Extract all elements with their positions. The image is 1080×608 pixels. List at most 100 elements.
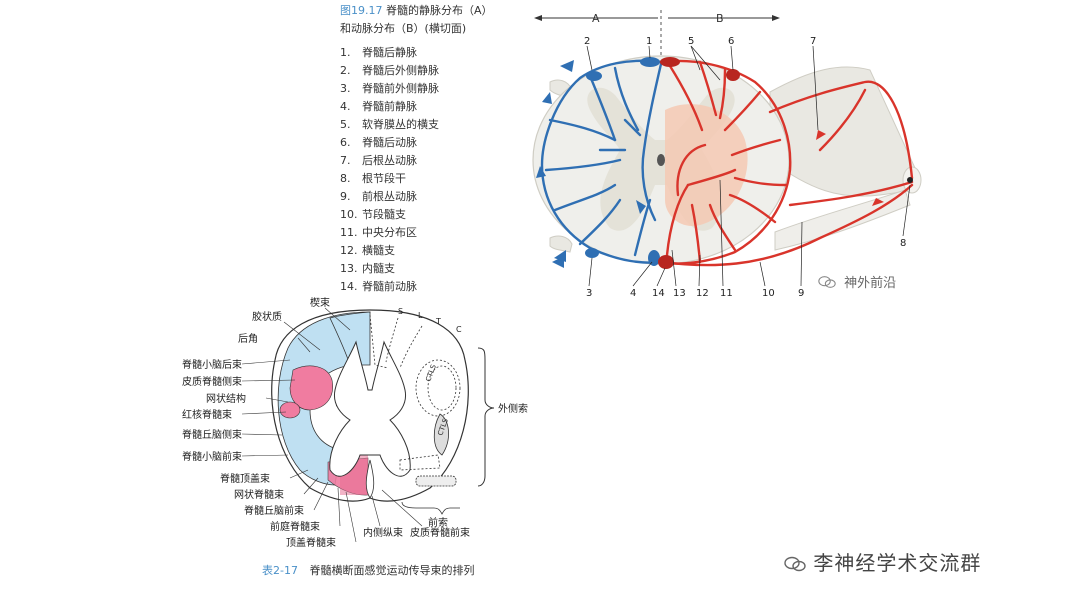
tract-leader-line xyxy=(345,491,357,543)
legend-item: 7. 后根丛动脉 xyxy=(340,152,520,170)
num-12: 12 xyxy=(696,288,709,299)
tract-figure-caption: 表2-17 脊髓横断面感觉运动传导束的排列 xyxy=(262,562,474,578)
posterior-vein xyxy=(640,57,660,67)
legend-item: 13.内髓支 xyxy=(340,260,520,278)
segment-s: S xyxy=(398,307,403,316)
legend-item-label: 根节段干 xyxy=(362,172,406,185)
legend-item: 14. 脊髓前动脉 xyxy=(340,278,520,296)
tract-label-left: 顶盖脊髓束 xyxy=(286,536,336,549)
legend-item-number: 9. xyxy=(340,190,351,203)
num-9: 9 xyxy=(798,288,804,299)
anterior-funiculus-label: 前索 xyxy=(428,516,448,529)
legend-item-label: 后根丛动脉 xyxy=(362,154,417,167)
side-b-label: B xyxy=(716,12,724,25)
anterior-vein xyxy=(648,250,660,266)
venous-network xyxy=(540,59,663,264)
left-tract-leaders xyxy=(241,337,357,543)
tract-leader-line xyxy=(313,481,329,511)
watermark-bottom: 李神经学术交流群 xyxy=(784,547,981,576)
vessel-figure-title-line1: 脊髓的静脉分布（A） xyxy=(386,4,493,17)
legend-item-label: 脊髓后外侧静脉 xyxy=(362,64,439,77)
legend-item-label: 脊髓前静脉 xyxy=(362,100,417,113)
legend-item-label: 内髓支 xyxy=(362,262,395,275)
legend-item-label: 脊髓前动脉 xyxy=(362,280,417,293)
legend-item-number: 7. xyxy=(340,154,351,167)
posterior-artery-left xyxy=(660,57,680,67)
artery-flow-arrows xyxy=(816,130,884,206)
legend-item-label: 横髓支 xyxy=(362,244,395,257)
tract-figure-number: 表2-17 xyxy=(262,564,298,577)
num-11: 11 xyxy=(720,288,733,299)
num-1: 1 xyxy=(646,36,652,47)
segment-l: L xyxy=(418,311,423,320)
vessel-cross-section-diagram: A B xyxy=(532,10,922,299)
num-13: 13 xyxy=(673,288,686,299)
lateral-corticospinal-region xyxy=(289,365,333,411)
right-anterior-tract xyxy=(415,475,457,487)
tract-label-left: 脊髓顶盖束 xyxy=(220,472,270,485)
tract-leader-line xyxy=(289,469,309,479)
legend-item: 8.根节段干 xyxy=(340,170,520,188)
vessel-figure-number: 图19.17 xyxy=(340,4,383,17)
tract-label-left: 脊髓小脑后束 xyxy=(182,358,242,371)
legend-item: 12. 横髓支 xyxy=(340,242,520,260)
tract-label-left: 网状结构 xyxy=(206,392,246,405)
side-a-label: A xyxy=(592,12,600,25)
vessel-leader-lines-bottom xyxy=(588,179,911,287)
tract-label-left: 脊髓丘脑侧束 xyxy=(182,428,242,441)
tract-label-left: 脊髓小脑前束 xyxy=(182,450,242,463)
legend-item: 11.中央分布区 xyxy=(340,224,520,242)
num-10: 10 xyxy=(762,288,775,299)
vessel-figure-title-line2: 和动脉分布（B）(横切面) xyxy=(340,22,467,35)
num-7: 7 xyxy=(810,36,816,47)
central-canal xyxy=(657,154,665,166)
tract-label-left: 红核脊髓束 xyxy=(182,408,232,421)
tract-label-left: 皮质脊髓侧束 xyxy=(182,375,242,388)
legend-item-label: 脊髓后动脉 xyxy=(362,136,417,149)
tract-label-left: 网状脊髓束 xyxy=(234,488,284,501)
anterior-spinal-artery xyxy=(658,255,674,269)
medial-longitudinal-label: 内侧纵束 xyxy=(363,526,403,539)
legend-item-number: 10. xyxy=(340,208,358,221)
legend-item-label: 脊髓后静脉 xyxy=(362,46,417,59)
anterior-fissure xyxy=(365,459,375,499)
vein-flow-arrows xyxy=(536,60,646,268)
tract-label-left: 前庭脊髓束 xyxy=(270,520,320,533)
tract-leader-line xyxy=(241,379,296,382)
legend-item-number: 3. xyxy=(340,82,351,95)
wechat-icon xyxy=(784,553,806,572)
anterior-corticospinal-label: 皮质脊髓前束 xyxy=(410,526,470,539)
legend-item-number: 14. xyxy=(340,280,358,293)
tract-leader-line xyxy=(241,411,287,415)
tract-leader-line xyxy=(241,433,283,436)
num-14: 14 xyxy=(652,288,665,299)
tract-figure-caption-text: 脊髓横断面感觉运动传导束的排列 xyxy=(309,564,475,577)
legend-item: 9. 前根丛动脉 xyxy=(340,188,520,206)
legend-item: 10. 节段髓支 xyxy=(340,206,520,224)
legend-item: 4. 脊髓前静脉 xyxy=(340,98,520,116)
legend-item-label: 前根丛动脉 xyxy=(362,190,417,203)
legend-item: 3. 脊髓前外侧静脉 xyxy=(340,80,520,98)
legend-item-number: 2. xyxy=(340,64,351,77)
legend-item-number: 5. xyxy=(340,118,351,131)
legend-item-number: 4. xyxy=(340,100,351,113)
spinal-tract-diagram: S L T C CTLS CTLS 外侧索 前索 楔束 胶状质 后角脊髓小脑后束… xyxy=(182,297,528,549)
legend-item-number: 1. xyxy=(340,46,351,59)
tract-grey-matter xyxy=(329,340,411,477)
tract-label-left: 后角 xyxy=(238,333,258,345)
right-lateral-tract xyxy=(433,413,449,456)
legend-item-label: 软脊膜丛的横支 xyxy=(362,118,439,131)
anterior-funiculus-brace xyxy=(401,501,460,515)
vessel-figure-title: 图19.17 脊髓的静脉分布（A） xyxy=(340,2,520,20)
legend-item-number: 12. xyxy=(340,244,358,257)
legend-item-label: 脊髓前外侧静脉 xyxy=(362,82,439,95)
legend-item-label: 节段髓支 xyxy=(362,208,406,221)
segment-c: C xyxy=(456,325,462,334)
tract-leader-line xyxy=(265,397,289,403)
legend-item-number: 11. xyxy=(340,226,358,239)
legend-item: 2. 脊髓后外侧静脉 xyxy=(340,62,520,80)
num-5: 5 xyxy=(688,36,694,47)
gelatinosa-label: 胶状质 xyxy=(252,310,282,323)
segmental-trunk-dot xyxy=(907,177,913,183)
tract-leader-line xyxy=(303,477,319,495)
